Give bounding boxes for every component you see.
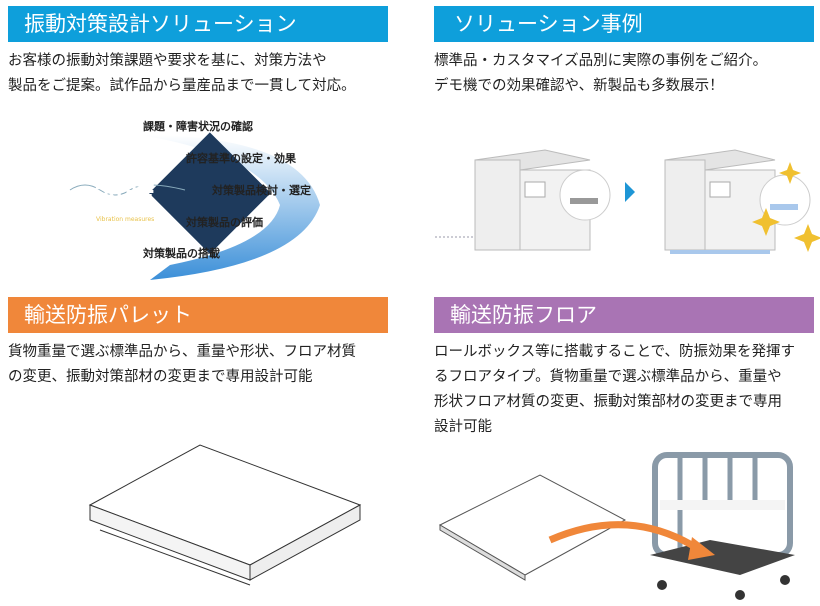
section-body-transport-floor: ロールボックス等に搭載することで、防振効果を発揮す るフロアタイプ。貨物重量で選… [434,344,796,435]
arrow-icon [625,182,635,202]
step-1: 課題・障害状況の確認 [143,120,253,133]
sparkle-icon [779,162,801,184]
step-2: 許容基準の設定・効果 [186,152,296,165]
logo-subtext: Vibration measures [96,216,155,223]
step-5: 対策製品の搭載 [143,247,220,260]
logo-text-line1: 振動 [95,147,155,182]
step-3: 対策製品検討・選定 [212,184,311,197]
section-header-vibration-solution[interactable]: 振動対策設計ソリューション [8,6,388,42]
roll-box-cart [650,452,795,600]
machine-before [435,149,611,251]
section-body-transport-pallet: 貨物重量で選ぶ標準品から、重量や形状、フロア材質 の変更、振動対策部材の変更まで… [8,344,356,385]
section-header-solution-cases[interactable]: ソリューション事例 [434,6,814,42]
floor-illustration [438,452,795,600]
step-4: 対策製品の評価 [186,216,263,229]
vibration-logo [149,132,271,254]
section-body-solution-cases: 標準品・カスタマイズ品別に実際の事例をご紹介。 デモ機での効果確認や、新製品も多… [434,53,768,94]
case-illustration [435,149,820,254]
move-arrow-icon [548,521,702,553]
sparkle-icon [752,208,780,236]
sparkle-icon [794,224,820,252]
section-body-vibration-solution: お客様の振動対策課題や要求を基に、対策方法や 製品をご提案。試作品から量産品まで… [8,53,356,94]
process-swoosh [69,132,320,280]
logo-text-line2: 対策 [95,180,155,215]
pallet-illustration [88,444,362,586]
section-header-transport-pallet[interactable]: 輸送防振パレット [8,297,388,333]
section-header-transport-floor[interactable]: 輸送防振フロア [434,297,814,333]
machine-after [664,149,820,254]
